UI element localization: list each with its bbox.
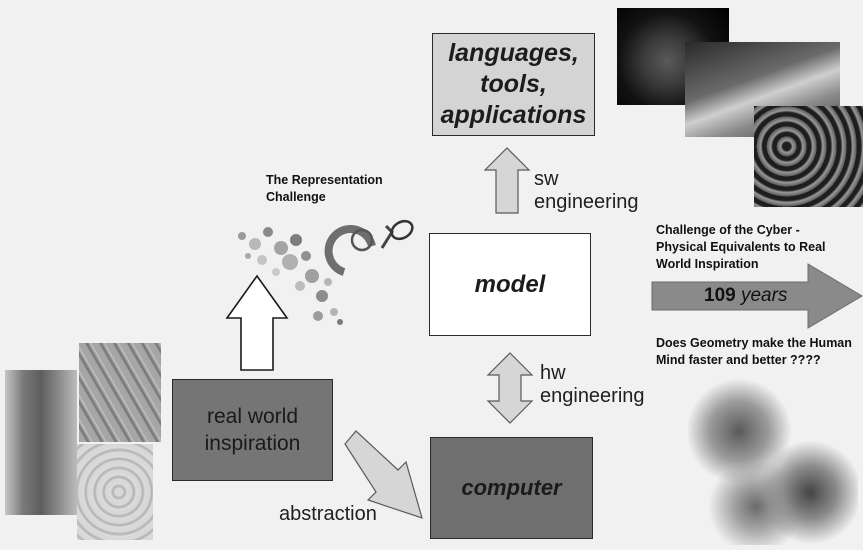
representation-up-arrow bbox=[225, 274, 289, 371]
representation-scatter bbox=[238, 219, 414, 325]
render-photo-textured bbox=[754, 106, 863, 207]
real-world-inspiration-node: real world inspiration bbox=[172, 379, 333, 481]
languages-node-label: languages, tools, applications bbox=[440, 39, 587, 129]
model-node-label: model bbox=[474, 270, 546, 298]
molecule-illustration bbox=[688, 370, 858, 545]
computer-node: computer bbox=[430, 437, 593, 539]
sw-arrow bbox=[483, 147, 531, 214]
real-world-node-label: real world inspiration bbox=[204, 405, 301, 455]
bark-texture-photo bbox=[79, 343, 161, 442]
hw-engineering-label: hw engineering bbox=[540, 362, 645, 407]
abstraction-label: abstraction bbox=[279, 503, 377, 525]
abstraction-arrow bbox=[344, 430, 423, 519]
cyber-physical-challenge-note: Challenge of the Cyber - Physical Equiva… bbox=[656, 223, 826, 271]
swirl-pattern-photo bbox=[77, 444, 153, 540]
sw-engineering-label: sw engineering bbox=[534, 168, 639, 213]
geometry-question-note: Does Geometry make the Human Mind faster… bbox=[656, 336, 852, 367]
languages-tools-applications-node: languages, tools, applications bbox=[432, 33, 595, 136]
termite-mound-photo bbox=[5, 370, 77, 515]
years-arrow bbox=[651, 263, 863, 329]
years-number: 109 bbox=[704, 285, 736, 306]
years-arrow-label: 109 years bbox=[704, 284, 787, 308]
representation-challenge-note: The Representation Challenge bbox=[266, 173, 383, 204]
computer-node-label: computer bbox=[461, 475, 562, 500]
years-word: years bbox=[740, 285, 788, 306]
hw-arrow bbox=[486, 352, 534, 424]
model-node: model bbox=[429, 233, 591, 336]
